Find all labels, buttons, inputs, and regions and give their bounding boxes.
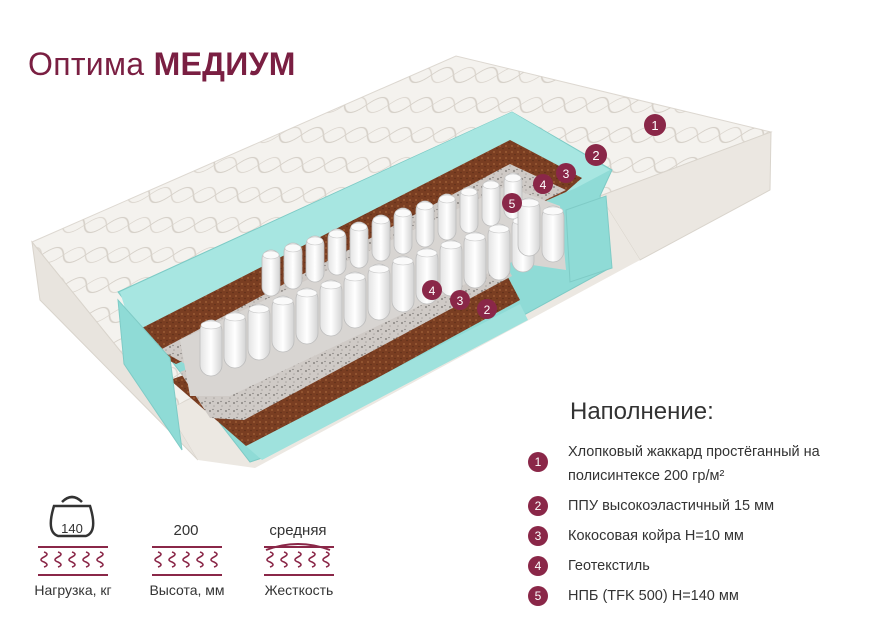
- pocket-spring: [271, 295, 295, 353]
- cover-right-side: [599, 131, 772, 261]
- callout-bottom-3: 3: [450, 290, 470, 310]
- foam-front-block: [117, 298, 183, 451]
- layer-item-2: 2 ППУ высокоэластичный 15 мм: [528, 494, 878, 518]
- svg-text:4: 4: [540, 178, 547, 192]
- firmness-value: средняя: [269, 522, 327, 539]
- pocket-spring: [463, 231, 487, 289]
- fill-heading: Наполнение:: [570, 398, 714, 425]
- svg-text:2: 2: [592, 148, 599, 163]
- model-name: МЕДИУМ: [153, 46, 296, 82]
- svg-text:5: 5: [509, 197, 516, 211]
- layer-description: НПБ (TFK 500) H=140 мм: [568, 588, 739, 604]
- firmness-arc-icon: [265, 543, 331, 551]
- callout-bottom-4: 4: [422, 280, 442, 300]
- foam-side-block: [565, 195, 613, 283]
- pocket-spring: [327, 228, 347, 276]
- callout-top-1: 1: [644, 114, 666, 136]
- firmness-label: Жесткость: [264, 582, 334, 598]
- svg-text:4: 4: [429, 284, 436, 298]
- pocket-springs: [199, 172, 565, 377]
- layer-number-badge: 4: [528, 556, 548, 576]
- layer-list: 1 Хлопковый жаккард простёганный на поли…: [528, 440, 878, 614]
- pocket-spring: [391, 255, 415, 313]
- pocket-spring: [481, 179, 501, 227]
- pocket-spring: [305, 235, 325, 283]
- layer-number-badge: 3: [528, 526, 548, 546]
- pocket-spring: [393, 207, 413, 255]
- svg-text:3: 3: [457, 294, 464, 308]
- pocket-spring: [439, 239, 463, 297]
- foam-bottom-strip: [246, 304, 528, 460]
- load-weight-icon: [49, 495, 95, 538]
- mattress-springs-icon-height: [152, 546, 222, 576]
- pocket-spring: [223, 311, 247, 369]
- pocket-spring: [283, 242, 303, 290]
- pocket-spring: [367, 263, 391, 321]
- brand-name: Оптима: [28, 46, 145, 82]
- pocket-spring: [295, 287, 319, 345]
- layer-number-badge: 2: [528, 496, 548, 516]
- layer-item-1: 1 Хлопковый жаккард простёганный на поли…: [528, 440, 878, 488]
- pocket-spring: [415, 200, 435, 248]
- pocket-spring: [319, 279, 343, 337]
- pocket-spring: [261, 249, 281, 297]
- layer-item-3: 3 Кокосовая койра H=10 мм: [528, 524, 878, 548]
- layer-description: Хлопковый жаккард простёганный на полиси…: [568, 444, 820, 484]
- layer-item-5: 5 НПБ (TFK 500) H=140 мм: [528, 584, 878, 608]
- callout-top-3: 3: [556, 163, 576, 183]
- load-value: 140: [61, 521, 83, 536]
- height-label: Высота, мм: [149, 582, 225, 598]
- layer-description: Геотекстиль: [568, 558, 650, 574]
- mattress-springs-icon-firmness: [264, 546, 334, 576]
- layer-description: Кокосовая койра H=10 мм: [568, 528, 744, 544]
- pocket-spring: [371, 214, 391, 262]
- pocket-spring: [437, 193, 457, 241]
- height-value: 200: [173, 522, 199, 539]
- load-label: Нагрузка, кг: [34, 582, 112, 598]
- pocket-spring: [541, 205, 565, 263]
- pocket-spring: [459, 186, 479, 234]
- pocket-spring: [247, 303, 271, 361]
- layer-item-4: 4 Геотекстиль: [528, 554, 878, 578]
- pocket-spring: [343, 271, 367, 329]
- svg-text:1: 1: [651, 118, 658, 133]
- layer-number-badge: 1: [528, 452, 548, 472]
- callout-top-5: 5: [502, 193, 522, 213]
- svg-text:2: 2: [484, 303, 491, 317]
- layer-number-badge: 5: [528, 586, 548, 606]
- callout-bottom-2: 2: [477, 299, 497, 319]
- pocket-spring: [349, 221, 369, 269]
- mattress-springs-icon-load: [38, 546, 108, 576]
- pocket-spring: [199, 319, 223, 377]
- callout-top-2: 2: [585, 144, 607, 166]
- pocket-spring: [487, 223, 511, 281]
- layer-description: ППУ высокоэластичный 15 мм: [568, 498, 775, 514]
- pocket-spring: [517, 197, 541, 257]
- product-title: Оптима МЕДИУМ: [28, 46, 296, 83]
- callout-top-4: 4: [533, 174, 553, 194]
- svg-text:3: 3: [563, 167, 570, 181]
